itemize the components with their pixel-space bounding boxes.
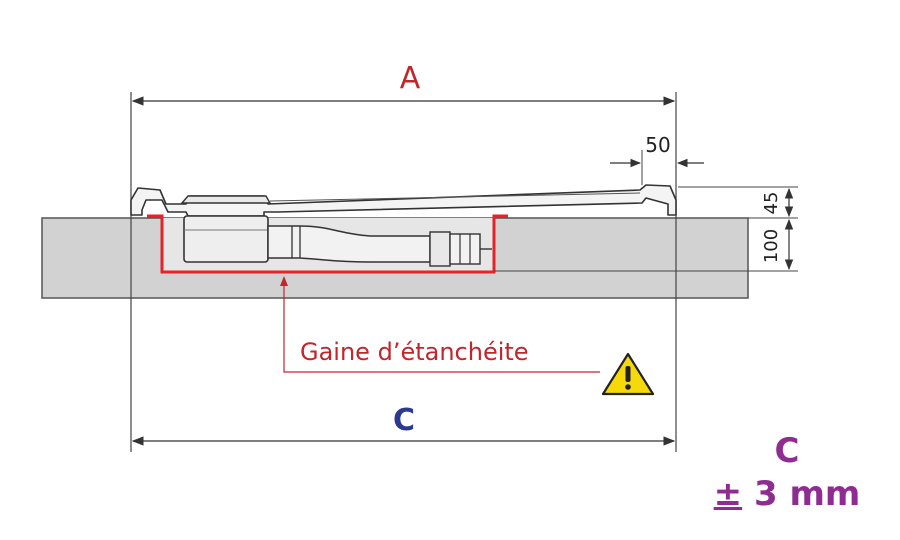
- dimension-c-label: C: [393, 403, 415, 438]
- tolerance-value-line: ± 3 mm: [702, 474, 872, 514]
- pipe-connector-end: [449, 233, 481, 265]
- dimension-50-label: 50: [645, 133, 670, 157]
- tolerance-value: 3 mm: [753, 474, 861, 514]
- tolerance-note: C ± 3 mm: [702, 432, 872, 514]
- sleeve-leader-line: [283, 282, 600, 373]
- warning-triangle-icon: [601, 352, 655, 396]
- dimension-45-label: 45: [761, 192, 782, 215]
- shower-tray-profile: [130, 184, 677, 217]
- drain-body: [183, 215, 269, 263]
- tolerance-letter: C: [774, 431, 800, 471]
- plus-minus-sign: ±: [713, 474, 743, 514]
- dimension-100-label: 100: [761, 229, 782, 263]
- drain-cap: [180, 195, 272, 204]
- sleeve-label: Gaine d’étanchéite: [300, 338, 529, 366]
- dimension-a-label: A: [400, 61, 421, 96]
- sealing-sleeve-outline: [147, 214, 508, 274]
- sleeve-leader-arrow: [280, 276, 288, 286]
- pipe-connector: [429, 231, 451, 267]
- tray-surface-line: [269, 192, 641, 202]
